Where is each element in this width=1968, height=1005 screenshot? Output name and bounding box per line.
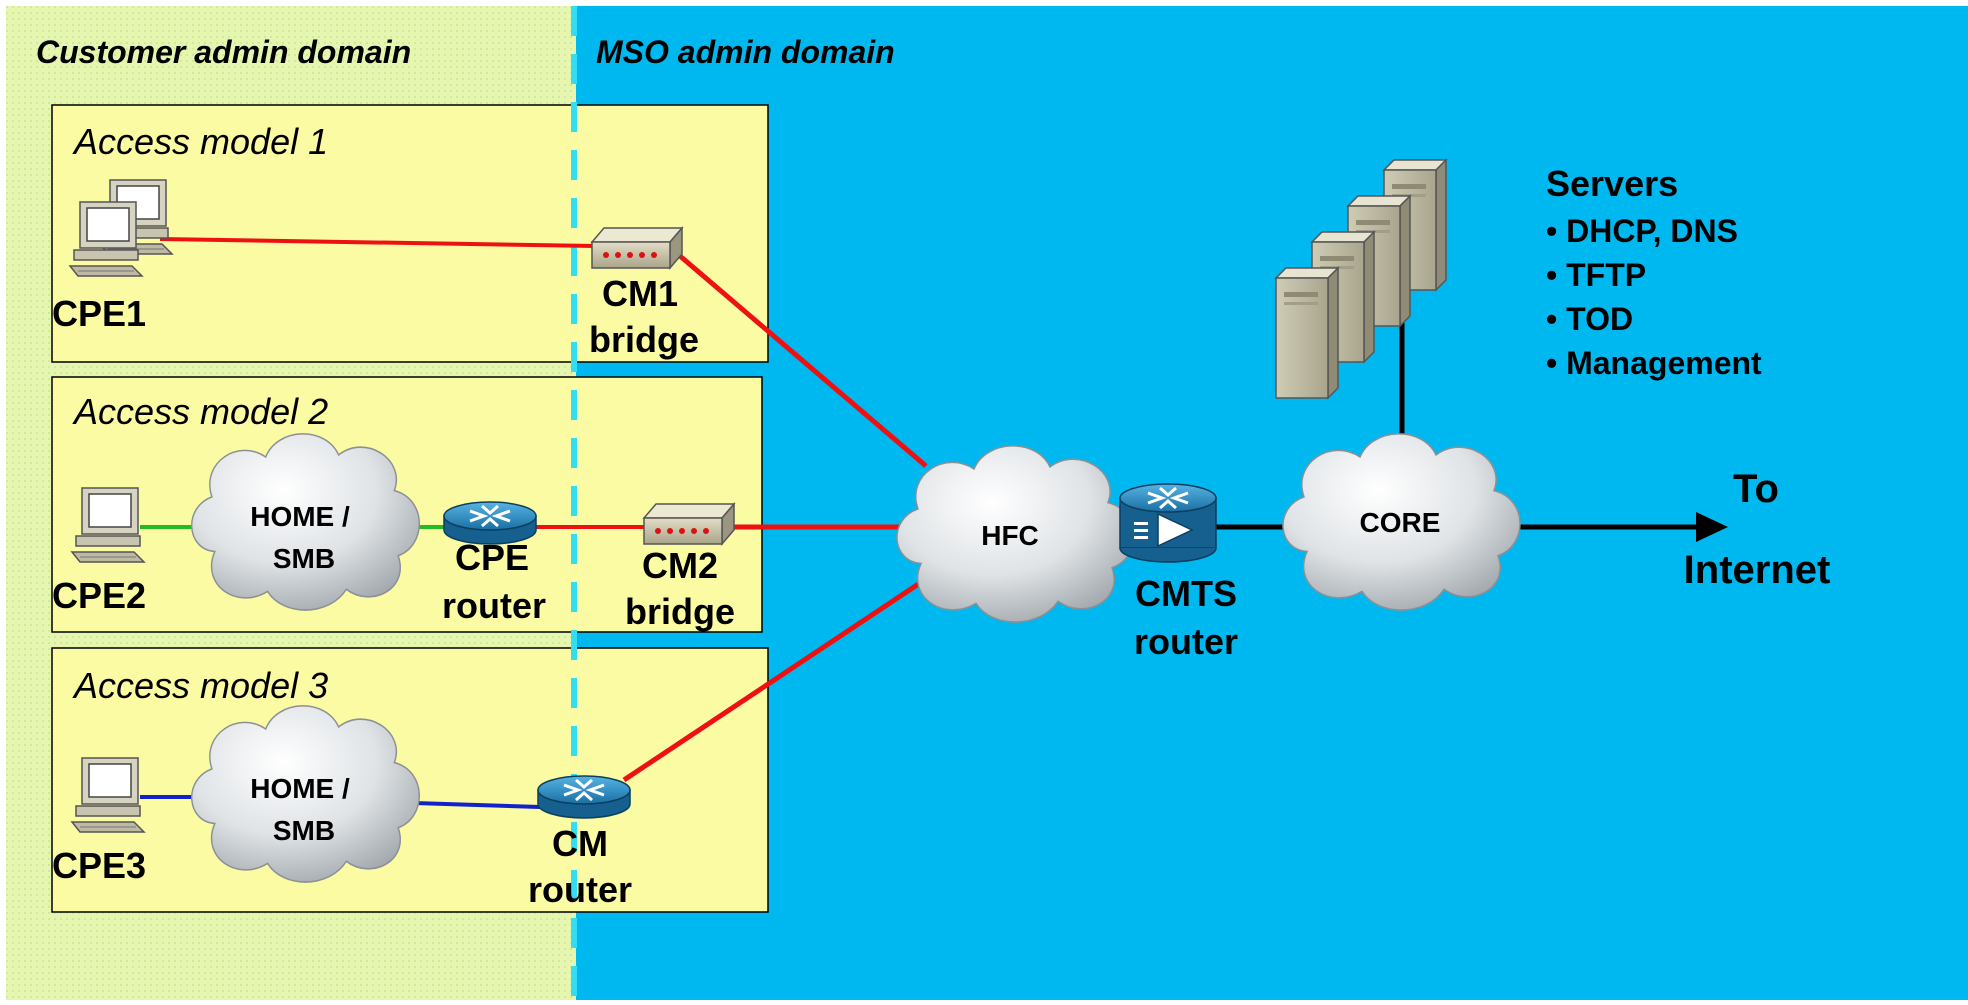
home-smb-3-label-line1: HOME / — [250, 773, 350, 804]
hfc-label: HFC — [981, 520, 1039, 551]
servers-item-dhcp-dns: • DHCP, DNS — [1546, 213, 1738, 249]
cm-router-label-line1: CM — [552, 823, 608, 864]
home-smb-2-label-line2: SMB — [273, 543, 335, 574]
cmts-router-icon — [1119, 483, 1217, 563]
home-smb-2-label-line1: HOME / — [250, 501, 350, 532]
cm-router-label-line2: router — [528, 869, 632, 910]
servers-title: Servers — [1546, 163, 1678, 204]
mso-domain-area — [576, 6, 1968, 1000]
cm1-label-line1: CM1 — [602, 273, 678, 314]
cpe-router-label-line2: router — [442, 585, 546, 626]
link-cm-router-hfc — [622, 572, 934, 783]
server-icon-1 — [1275, 267, 1339, 399]
cpe-router-label-line1: CPE — [455, 537, 529, 578]
access-model-2-title: Access model 2 — [72, 391, 328, 432]
access-model-3-title: Access model 3 — [72, 665, 328, 706]
home-smb-3-label-line2: SMB — [273, 815, 335, 846]
cm1-modem-icon — [591, 227, 683, 269]
link-home-cm-router — [413, 801, 541, 809]
internet-label-line1: To — [1733, 467, 1779, 511]
servers-item-tod: • TOD — [1546, 301, 1633, 337]
cm2-label-line1: CM2 — [642, 545, 718, 586]
customer-domain-label: Customer admin domain — [36, 34, 411, 70]
cm1-label-line2: bridge — [589, 319, 699, 360]
cm-router-icon — [536, 774, 632, 820]
core-label: CORE — [1360, 507, 1441, 538]
mso-domain-label: MSO admin domain — [596, 34, 895, 70]
cmts-label-line2: router — [1134, 621, 1238, 662]
cpe1-label: CPE1 — [52, 293, 146, 334]
servers-item-tftp: • TFTP — [1546, 257, 1646, 293]
internet-label-line2: Internet — [1684, 548, 1831, 592]
servers-item-management: • Management — [1546, 345, 1762, 381]
link-cpe1-cm1 — [159, 237, 597, 248]
link-cm1-hfc — [678, 254, 928, 468]
access-model-1-title: Access model 1 — [72, 121, 328, 162]
cpe3-label: CPE3 — [52, 845, 146, 886]
internet-arrow-head — [1696, 512, 1728, 542]
cpe2-label: CPE2 — [52, 575, 146, 616]
cm2-label-line2: bridge — [625, 591, 735, 632]
cm2-modem-icon — [643, 503, 735, 545]
cmts-label-line1: CMTS — [1135, 573, 1237, 614]
